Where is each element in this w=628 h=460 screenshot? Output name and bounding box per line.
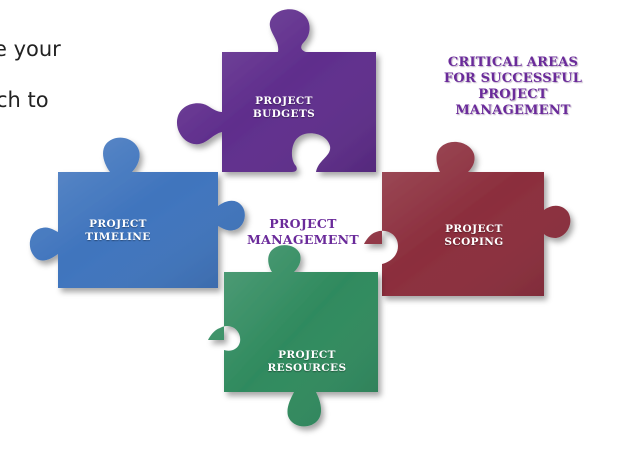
label-timeline: PROJECT TIMELINE <box>70 218 166 244</box>
heading-line2: FOR SUCCESSFUL <box>443 71 583 86</box>
center-label-line1: PROJECT <box>269 216 337 231</box>
heading-line1: CRITICAL AREAS <box>447 55 579 70</box>
piece-resources <box>208 245 378 427</box>
piece-scoping <box>364 141 571 296</box>
label-resources-line1: PROJECT <box>278 349 336 361</box>
label-scoping-line2: SCOPING <box>444 236 504 248</box>
label-scoping: PROJECT SCOPING <box>424 223 524 249</box>
label-budgets-line1: PROJECT <box>255 95 313 107</box>
label-timeline-line2: TIMELINE <box>85 231 151 243</box>
diagram-heading: CRITICAL AREAS FOR SUCCESSFUL PROJECT MA… <box>418 55 608 119</box>
piece-timeline <box>29 137 245 288</box>
label-scoping-line1: PROJECT <box>445 223 503 235</box>
heading-line4: MANAGEMENT <box>455 103 571 118</box>
cropped-text-line-2: ch to <box>0 88 49 112</box>
heading-line3: PROJECT <box>478 87 548 102</box>
cropped-text-line-1: e your <box>0 37 61 61</box>
label-resources-line2: RESOURCES <box>267 362 347 374</box>
piece-budgets <box>176 9 376 173</box>
label-budgets-line2: BUDGETS <box>252 108 316 120</box>
center-label: PROJECT MANAGEMENT <box>228 216 378 248</box>
center-label-line2: MANAGEMENT <box>247 232 359 247</box>
label-timeline-line1: PROJECT <box>89 218 147 230</box>
label-resources: PROJECT RESOURCES <box>252 349 362 375</box>
label-budgets: PROJECT BUDGETS <box>236 95 332 121</box>
